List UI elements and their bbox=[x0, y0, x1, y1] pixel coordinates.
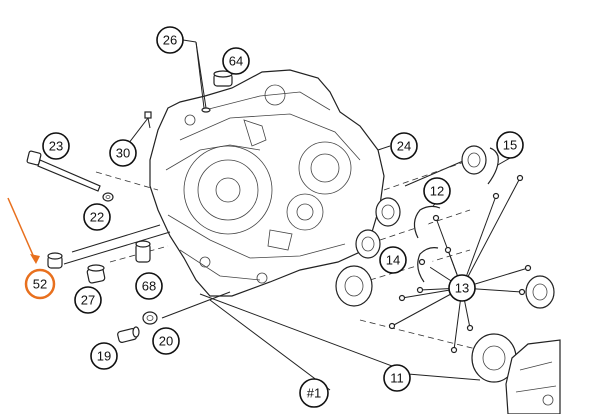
svg-text:64: 64 bbox=[229, 54, 243, 69]
screw-30 bbox=[144, 111, 152, 129]
callout-15: 15 bbox=[496, 131, 524, 159]
callout-22: 22 bbox=[83, 203, 111, 231]
ring-20 bbox=[142, 311, 158, 325]
svg-text:#1: #1 bbox=[307, 386, 321, 401]
bolt-19 bbox=[117, 326, 140, 343]
svg-text:19: 19 bbox=[97, 349, 111, 364]
clip-14 bbox=[417, 247, 439, 283]
leader-lines-13 bbox=[391, 177, 529, 351]
callout-1: #1 bbox=[299, 378, 329, 408]
screws-13 bbox=[388, 174, 532, 354]
bearing-middle bbox=[355, 229, 381, 259]
callout-13: 13 bbox=[448, 274, 476, 302]
bearing-large bbox=[335, 265, 373, 307]
svg-text:22: 22 bbox=[90, 210, 104, 225]
svg-text:11: 11 bbox=[390, 371, 404, 386]
bearing-24 bbox=[375, 197, 401, 227]
highlight-arrow bbox=[7, 197, 37, 263]
callout-20: 20 bbox=[152, 327, 180, 355]
callout-19: 19 bbox=[90, 342, 118, 370]
callout-64: 64 bbox=[222, 47, 250, 75]
sleeve-27 bbox=[86, 264, 106, 284]
callout-26: 26 bbox=[156, 26, 184, 54]
svg-text:13: 13 bbox=[455, 281, 469, 296]
svg-text:12: 12 bbox=[430, 184, 444, 199]
dowel-64 bbox=[213, 70, 233, 87]
svg-text:14: 14 bbox=[386, 253, 400, 268]
pin-68 bbox=[135, 240, 151, 263]
callout-11: 11 bbox=[383, 364, 411, 392]
clip-12 bbox=[413, 205, 441, 239]
svg-text:30: 30 bbox=[116, 146, 130, 161]
svg-text:24: 24 bbox=[397, 139, 411, 154]
callout-68: 68 bbox=[135, 272, 163, 300]
stud-26 bbox=[195, 41, 211, 113]
casing-fragment bbox=[505, 339, 561, 414]
callout-27: 27 bbox=[74, 286, 102, 314]
washer-22 bbox=[102, 192, 114, 202]
bearing-right bbox=[525, 275, 555, 309]
callout-52: 52 bbox=[24, 268, 56, 300]
callout-30: 30 bbox=[109, 139, 137, 167]
crankcase-half bbox=[149, 69, 385, 297]
svg-text:15: 15 bbox=[503, 138, 517, 153]
clip-15 bbox=[487, 147, 499, 185]
callout-24: 24 bbox=[390, 132, 418, 160]
highlight-arrow-head bbox=[30, 254, 40, 264]
svg-text:26: 26 bbox=[163, 33, 177, 48]
bearing-upper bbox=[461, 145, 487, 175]
bearing-lower bbox=[471, 333, 517, 383]
svg-text:68: 68 bbox=[142, 279, 156, 294]
callout-14: 14 bbox=[379, 246, 407, 274]
callout-12: 12 bbox=[423, 177, 451, 205]
svg-text:23: 23 bbox=[49, 139, 63, 154]
bolt-23 bbox=[26, 150, 101, 192]
plug-52 bbox=[47, 252, 63, 269]
svg-text:52: 52 bbox=[33, 277, 47, 292]
callout-23: 23 bbox=[42, 132, 70, 160]
svg-text:20: 20 bbox=[159, 334, 173, 349]
svg-text:27: 27 bbox=[81, 293, 95, 308]
